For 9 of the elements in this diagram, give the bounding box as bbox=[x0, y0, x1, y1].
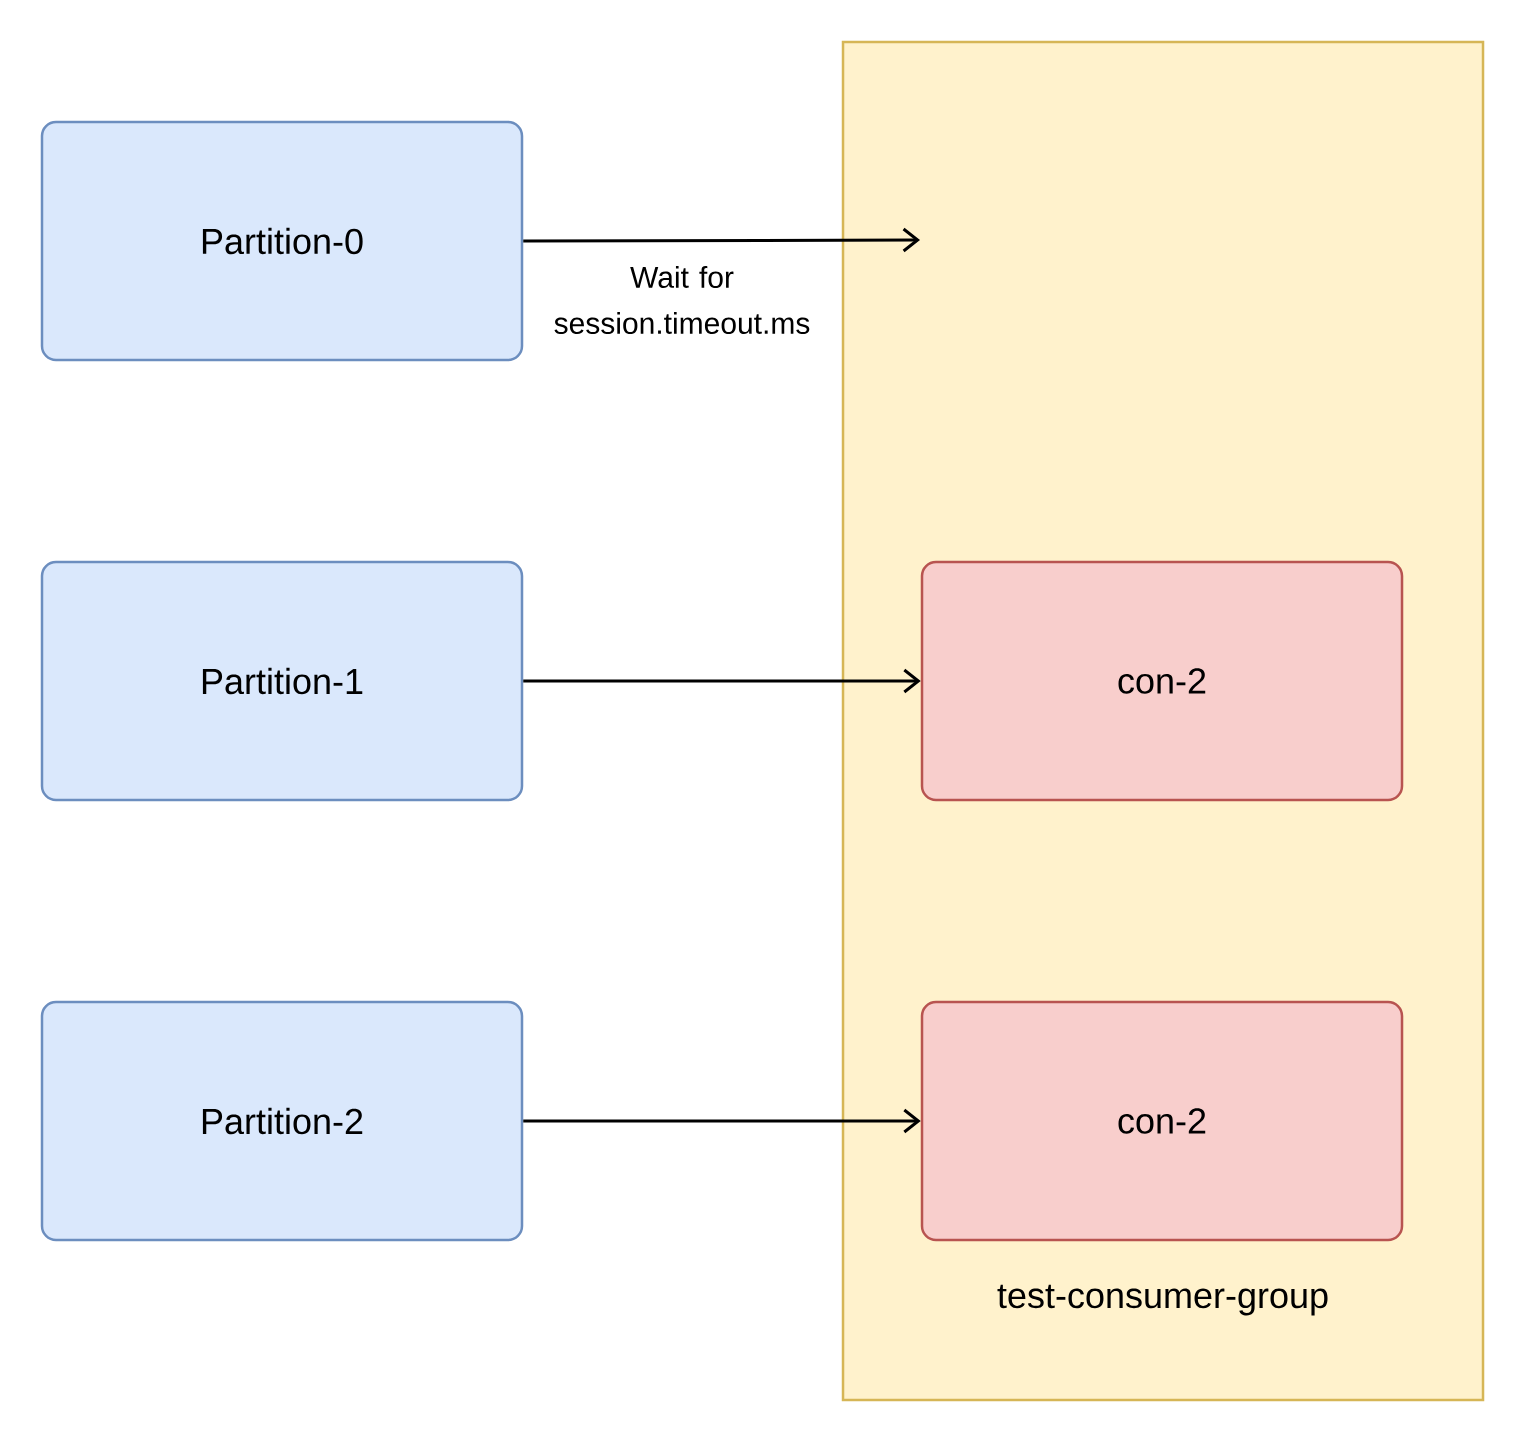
process-box: con-2 bbox=[920, 560, 1404, 802]
arrow bbox=[523, 1108, 921, 1134]
edge-label: Wait for session.timeout.ms bbox=[554, 266, 810, 335]
arrow bbox=[523, 227, 920, 253]
process-box: Partition-1 bbox=[40, 560, 524, 802]
arrow bbox=[523, 668, 921, 694]
process-box: Partition-2 bbox=[40, 1000, 524, 1242]
process-box: con-2 bbox=[920, 1000, 1404, 1242]
process-box: Partition-0 bbox=[40, 120, 524, 362]
